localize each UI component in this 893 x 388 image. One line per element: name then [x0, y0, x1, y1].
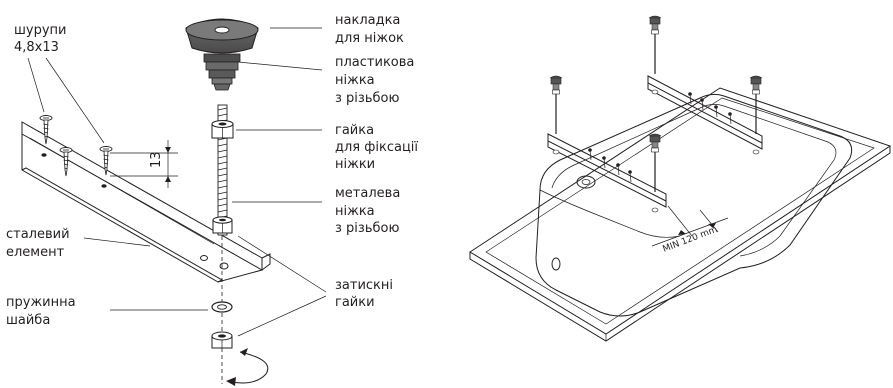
leg-4 — [648, 133, 662, 193]
plastic-threaded-leg — [203, 53, 241, 91]
leg-nuts — [552, 89, 760, 213]
leg-detail: шурупи 4,8x13 13 — [6, 13, 422, 386]
dimension-13: 13 — [110, 140, 178, 188]
min-spacing-label: MIN 120 mm — [661, 225, 718, 255]
metal-leg-label: металева ніжка з різьбою — [335, 186, 404, 236]
clamp-nut-upper — [212, 216, 233, 234]
bathtub-rim — [469, 87, 892, 342]
screw-1 — [39, 115, 53, 145]
clamp-nut-lower — [211, 331, 233, 349]
min-spacing-dimension: MIN 120 mm — [651, 205, 729, 255]
bathtub-overview: MIN 120 mm — [469, 15, 892, 342]
steel-rail-right — [647, 75, 763, 150]
plastic-leg-label: пластикова ніжка з різьбою — [335, 55, 419, 106]
steel-rail-left — [547, 133, 667, 208]
nut-label: гайка для фіксації ніжки — [335, 123, 422, 172]
right-leaders — [83, 27, 327, 337]
fixing-nut — [211, 120, 234, 139]
spring-washer-label: пружинна шайба — [6, 295, 80, 328]
steel-element — [21, 121, 271, 283]
clamp-nuts-label: затискні гайки — [335, 278, 397, 310]
bathtub-body — [535, 93, 853, 317]
screw-3 — [99, 146, 113, 176]
rotation-arrow-icon — [226, 348, 269, 386]
screws-label: шурупи 4,8x13 — [14, 23, 71, 55]
leg-1 — [648, 15, 662, 75]
screw-2 — [59, 147, 73, 177]
screws-leaders — [27, 57, 105, 144]
cap-label: накладка для ніжок — [335, 13, 405, 46]
leg-2 — [549, 75, 563, 135]
leg-cap — [185, 18, 259, 54]
spring-washer — [211, 301, 233, 313]
dimension-13-label: 13 — [149, 151, 164, 168]
steel-element-label: сталевий елемент — [6, 227, 74, 260]
leg-3 — [749, 75, 763, 135]
